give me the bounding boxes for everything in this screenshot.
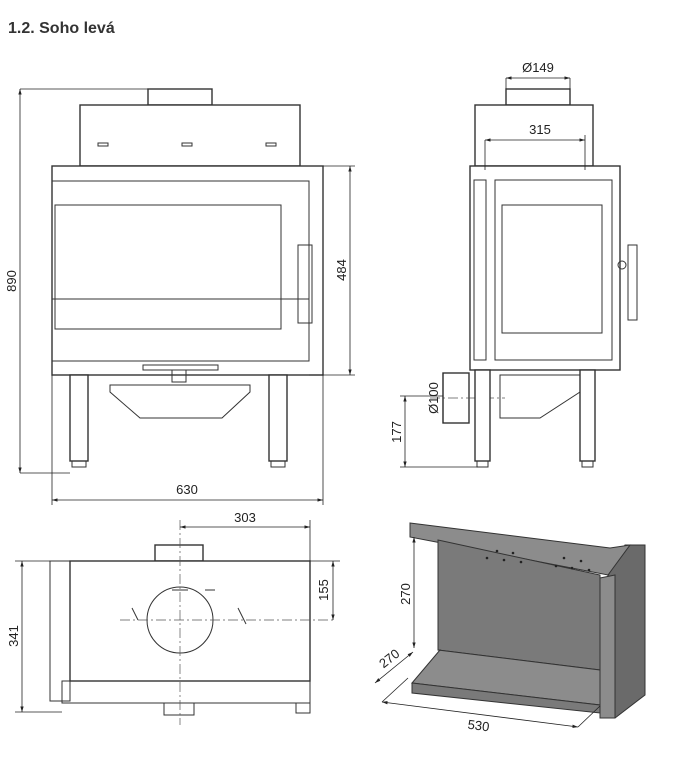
page-title: 1.2. Soho levá: [8, 20, 115, 37]
dim-flue-offset-x: 303: [234, 510, 256, 525]
top-view: 303 155 341: [6, 510, 340, 725]
dim-flue-offset-y: 155: [316, 579, 331, 601]
dim-height-body: 484: [334, 259, 349, 281]
dim-liner-height: 270: [398, 583, 413, 605]
dim-inlet-height: 177: [389, 421, 404, 443]
liner-view: 270 270 530: [374, 522, 646, 735]
dim-depth: 341: [6, 625, 21, 647]
dim-liner-depth: 270: [376, 646, 402, 671]
dim-flue-offset: 315: [529, 122, 551, 137]
dim-height-total: 890: [4, 270, 19, 292]
front-view: 890 484 630: [4, 88, 355, 505]
side-view: Ø149 315 Ø100 177: [389, 60, 638, 468]
dim-flue-diameter: Ø149: [522, 60, 554, 75]
dim-inlet-diameter: Ø100: [426, 382, 441, 414]
dim-width: 630: [176, 482, 198, 497]
dim-liner-width: 530: [467, 717, 490, 735]
